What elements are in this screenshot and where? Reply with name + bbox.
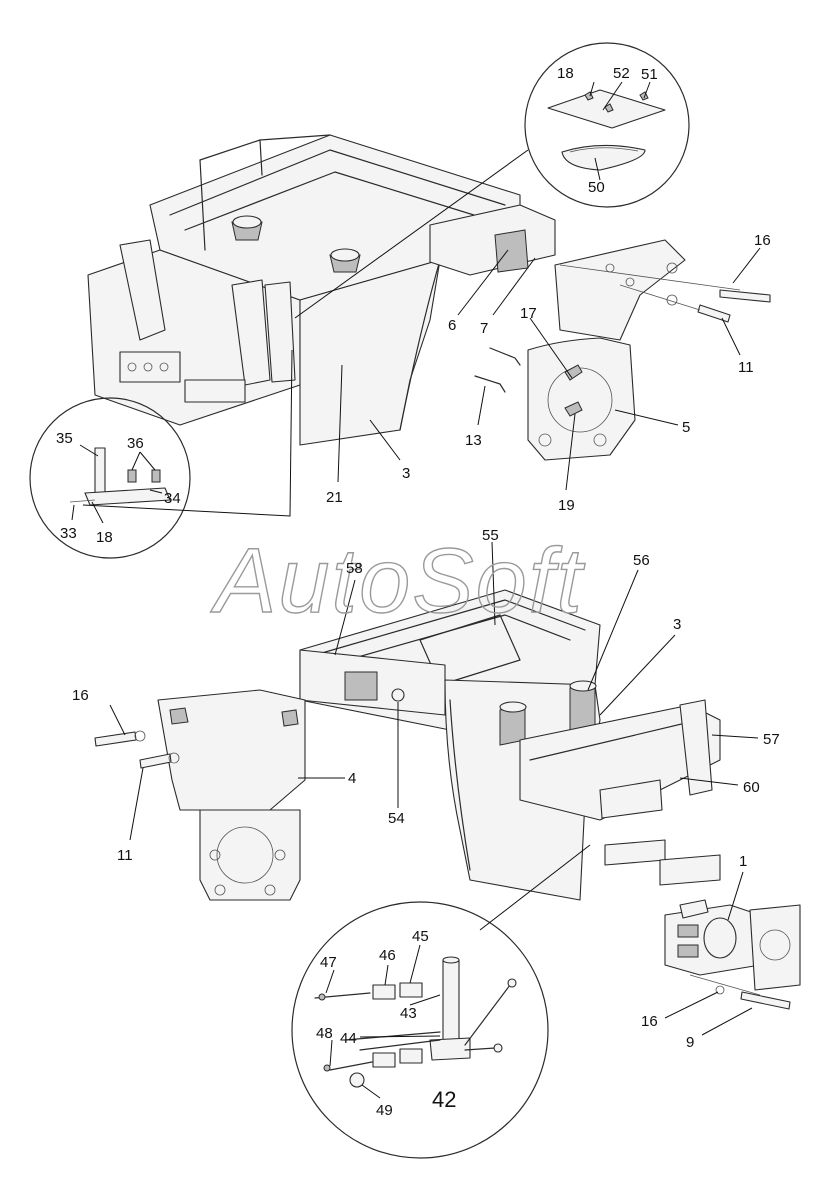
callout-48: 48 <box>316 1025 333 1042</box>
callout-16-lower: 16 <box>72 687 89 704</box>
callout-5: 5 <box>682 419 690 436</box>
callout-3-lower: 3 <box>673 616 681 633</box>
detail-cover-plate <box>524 42 690 208</box>
callout-51: 51 <box>641 66 658 83</box>
detail-lever-assembly <box>291 901 549 1159</box>
callout-6: 6 <box>448 317 456 334</box>
callout-19: 19 <box>558 497 575 514</box>
callout-58: 58 <box>346 560 363 577</box>
callout-11-lower: 11 <box>117 847 133 864</box>
callout-33: 33 <box>60 525 77 542</box>
autosoft-watermark: AutoSoft <box>210 530 585 632</box>
callout-18-bracket: 18 <box>96 529 113 546</box>
callout-55: 55 <box>482 527 499 544</box>
callout-57: 57 <box>763 731 780 748</box>
callout-7: 7 <box>480 320 488 337</box>
callout-42: 42 <box>432 1087 456 1112</box>
detail-bracket-pin <box>29 397 191 559</box>
callout-49: 49 <box>376 1102 393 1119</box>
callout-50: 50 <box>588 179 605 196</box>
callout-16-upper: 16 <box>754 232 771 249</box>
callout-34: 34 <box>164 490 181 507</box>
callout-11-upper: 11 <box>738 359 754 376</box>
callout-21: 21 <box>326 489 343 506</box>
callout-43: 43 <box>400 1005 417 1022</box>
callout-13: 13 <box>465 432 482 449</box>
callout-44: 44 <box>340 1030 357 1047</box>
callout-36: 36 <box>127 435 144 452</box>
callout-60: 60 <box>743 779 760 796</box>
callout-17: 17 <box>520 305 537 322</box>
callout-47: 47 <box>320 954 337 971</box>
callout-9: 9 <box>686 1034 694 1051</box>
callout-45: 45 <box>412 928 429 945</box>
callout-16-block: 16 <box>641 1013 658 1030</box>
upper-frame-assembly <box>87 134 771 461</box>
callout-18-detail: 18 <box>557 65 574 82</box>
callout-52: 52 <box>613 65 630 82</box>
callout-1: 1 <box>739 853 747 870</box>
callout-numbers: 16 11 6 7 17 5 13 19 21 3 18 52 51 50 35… <box>56 65 780 1119</box>
callout-3-upper: 3 <box>402 465 410 482</box>
callout-54: 54 <box>388 810 405 827</box>
lower-frame-assembly <box>94 589 801 1010</box>
callout-35: 35 <box>56 430 73 447</box>
callout-4: 4 <box>348 770 356 787</box>
leader-lines <box>71 81 761 1099</box>
callout-46: 46 <box>379 947 396 964</box>
callout-56: 56 <box>633 552 650 569</box>
